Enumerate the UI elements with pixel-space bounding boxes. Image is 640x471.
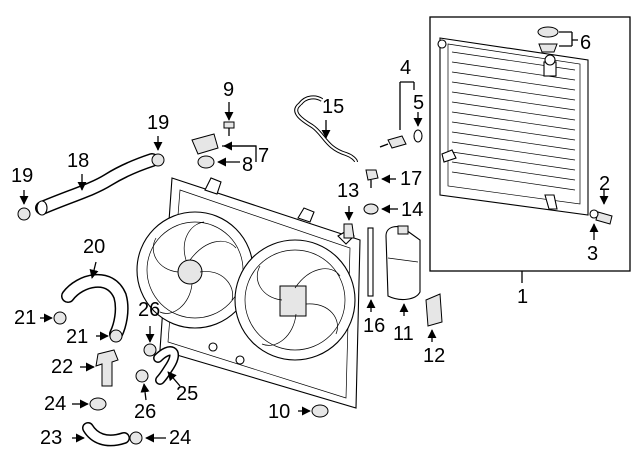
sensor-drawing <box>379 81 423 149</box>
callout-10: 10 <box>268 401 291 423</box>
reservoir-drawing <box>385 225 421 316</box>
bolt-drawing <box>223 102 235 136</box>
callout-21-right: 21 <box>66 326 89 348</box>
callout-1: 1 <box>517 286 529 308</box>
callout-16: 16 <box>363 315 386 337</box>
callout-9: 9 <box>223 79 235 101</box>
callout-2: 2 <box>599 173 611 195</box>
callout-19-right: 19 <box>147 112 170 134</box>
callout-11: 11 <box>393 323 414 345</box>
callout-15: 15 <box>322 96 345 118</box>
callout-26-bottom: 26 <box>134 401 157 423</box>
callout-18: 18 <box>67 150 90 172</box>
callout-13: 13 <box>337 180 360 202</box>
callout-20: 20 <box>83 236 106 258</box>
clip-cap-drawing <box>343 203 398 239</box>
radiator-inset-box <box>429 16 631 283</box>
pipe-drawing <box>80 349 119 387</box>
callout-5: 5 <box>413 92 425 114</box>
callout-19-left: 19 <box>11 165 34 187</box>
inset-leaders <box>589 190 609 240</box>
connector-drawing <box>365 169 396 188</box>
callout-22: 22 <box>51 356 74 378</box>
callout-4: 4 <box>400 57 412 79</box>
drain-plug-drawing <box>589 209 613 225</box>
callout-8: 8 <box>242 154 254 176</box>
tube-drawing <box>366 227 376 312</box>
callout-24-right: 24 <box>169 427 192 449</box>
callout-14: 14 <box>401 199 424 221</box>
overflow-hose-drawing <box>294 95 358 163</box>
radiator-drawing <box>437 37 589 216</box>
callout-3: 3 <box>587 243 599 265</box>
callout-7: 7 <box>258 145 270 167</box>
plug-drawing <box>298 404 329 418</box>
upper-hose-drawing <box>17 136 165 221</box>
callout-6: 6 <box>580 32 592 54</box>
bracket-drawing <box>191 133 257 169</box>
callout-21-left: 21 <box>14 307 37 329</box>
callout-23: 23 <box>40 427 63 449</box>
lower-hose-drawing <box>40 261 129 343</box>
callout-24-left: 24 <box>44 393 67 415</box>
callout-26-top: 26 <box>138 299 161 321</box>
callout-12: 12 <box>423 345 446 367</box>
radiator-cap-drawing <box>537 26 578 53</box>
fan-shroud-drawing <box>136 177 361 409</box>
callout-25: 25 <box>176 383 199 405</box>
callout-17: 17 <box>400 168 423 190</box>
reservoir-bracket-drawing <box>425 293 443 342</box>
small-clamp-drawing <box>72 397 166 447</box>
hose-clamp-drawing <box>135 326 181 401</box>
